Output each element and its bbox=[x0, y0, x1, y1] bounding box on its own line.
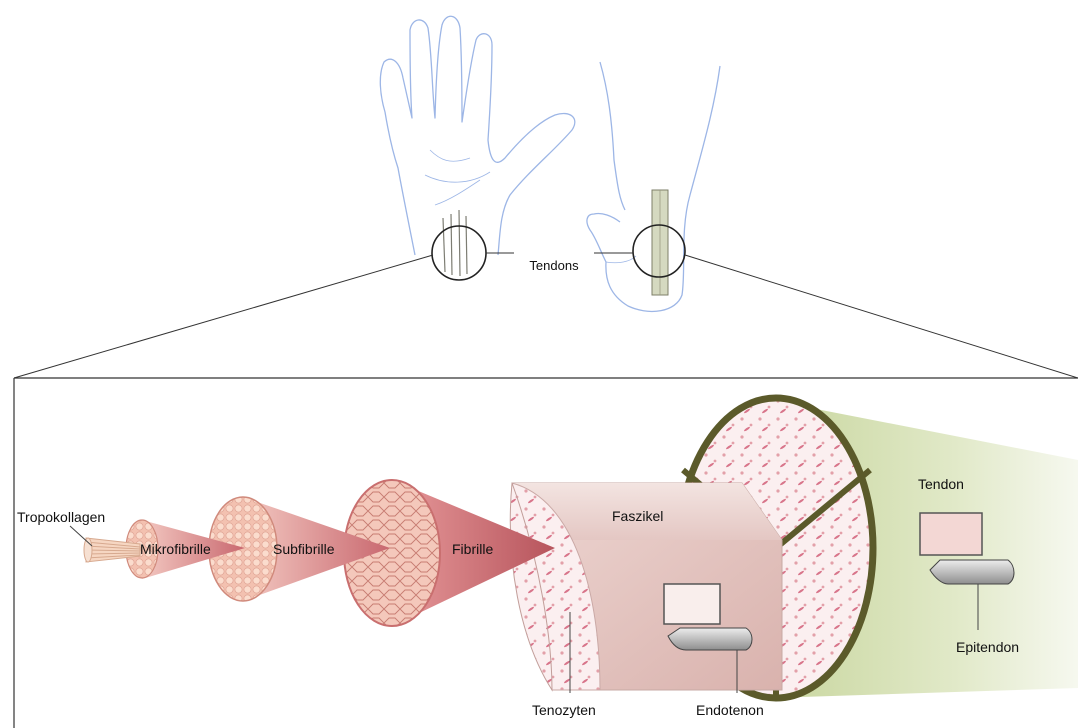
tropokollagen-label: Tropokollagen bbox=[17, 509, 105, 525]
fibrille-label: Fibrille bbox=[452, 541, 493, 557]
foot-tendon bbox=[652, 190, 668, 295]
mikrofibrille-label: Mikrofibrille bbox=[140, 541, 211, 557]
tendon-label: Tendon bbox=[918, 476, 964, 492]
subfibrille-label: Subfibrille bbox=[273, 541, 335, 557]
tropokollagen-leader bbox=[70, 526, 92, 546]
tendons-label: Tendons bbox=[529, 258, 579, 273]
hand-tendons bbox=[443, 210, 467, 276]
tenozyten-label: Tenozyten bbox=[532, 702, 596, 718]
hand-outline bbox=[380, 16, 575, 255]
zoom-line-right bbox=[685, 255, 1078, 378]
faszikel-label: Faszikel bbox=[612, 508, 663, 524]
epitendon-label: Epitendon bbox=[956, 639, 1019, 655]
zoom-line-left bbox=[14, 255, 433, 378]
endotenon-label: Endotenon bbox=[696, 702, 764, 718]
